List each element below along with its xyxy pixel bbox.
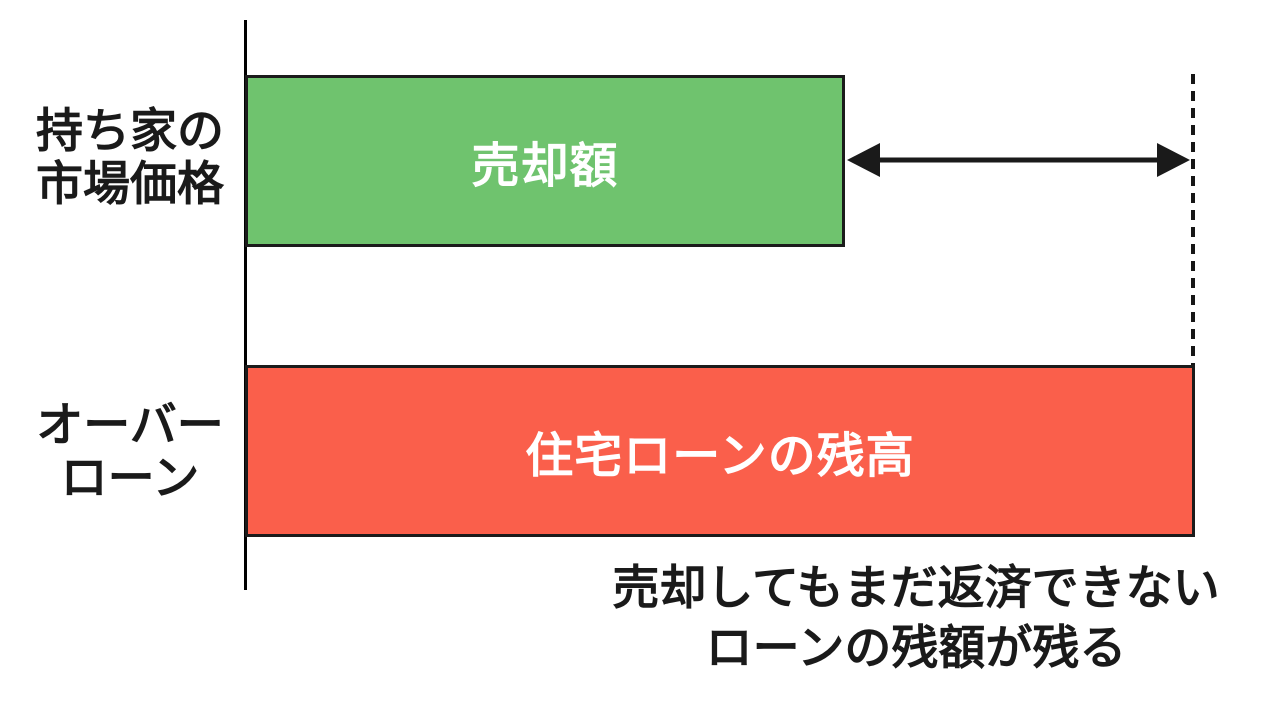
dashed-extension-line — [1191, 74, 1195, 366]
axis-label-market-price: 持ち家の 市場価格 — [36, 104, 224, 210]
shortfall-caption: 売却してもまだ返済できない ローンの残額が残る — [612, 561, 1220, 675]
axis-label-overloan: オーバー ローン — [36, 398, 224, 504]
left-right-arrow-icon — [847, 143, 1190, 177]
loan-balance-bar-label: 住宅ローンの残高 — [525, 430, 915, 483]
vertical-axis-line — [244, 20, 247, 590]
loan-balance-bar: 住宅ローンの残高 — [245, 365, 1195, 537]
sale-amount-bar-label: 売却額 — [471, 140, 619, 193]
sale-amount-bar: 売却額 — [245, 75, 845, 247]
